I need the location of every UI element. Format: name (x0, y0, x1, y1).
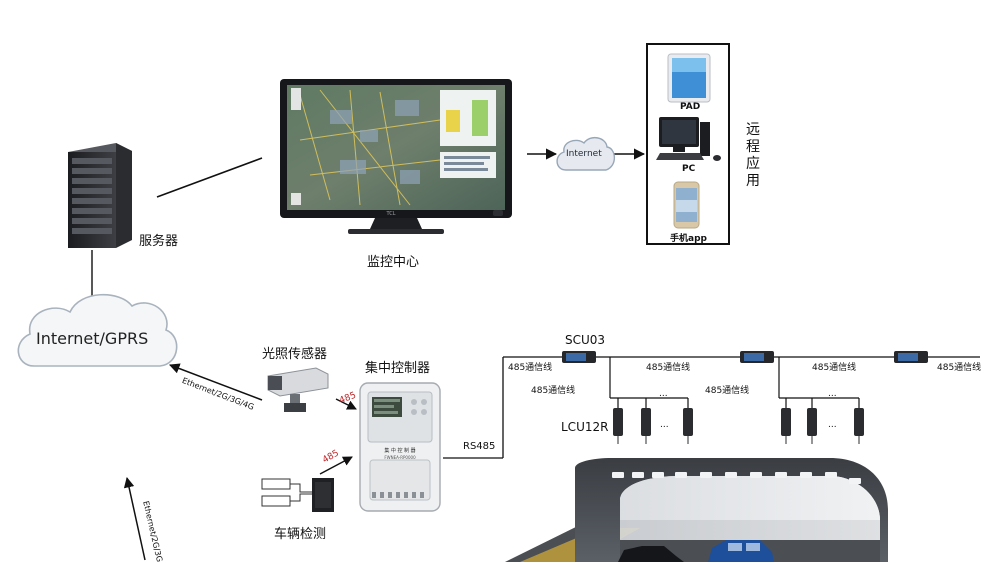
server-icon (68, 143, 132, 248)
lcu-leads (618, 436, 859, 444)
remote-device-pc-label: PC (682, 164, 695, 174)
monitor-label: 监控中心 (367, 251, 419, 270)
bus-label-3: 485通信线 (812, 360, 856, 373)
server-label: 服务器 (139, 230, 178, 249)
cloud-main-label: Internet/GPRS (36, 329, 148, 348)
bus-label-2: 485通信线 (646, 360, 690, 373)
server-monitor-link (157, 158, 262, 197)
bus-label-branch-1: 485通信线 (531, 383, 575, 396)
lcu-ellipsis-2: ... (828, 389, 837, 399)
scu-label: SCU03 (565, 333, 605, 347)
bus-label-1: 485通信线 (508, 360, 552, 373)
phone-icon (674, 182, 699, 228)
remote-device-pad-label: PAD (680, 102, 700, 112)
lcu-ellipsis-3: ... (660, 420, 669, 430)
bus-label-4: 485通信线 (937, 360, 981, 373)
controller-label: 集中控制器 (365, 357, 430, 376)
internet-cloud-label: Internet (566, 149, 602, 159)
vehicle-detect-label: 车辆检测 (274, 523, 326, 542)
lcu-ellipsis-1: ... (659, 389, 668, 399)
tunnel-scene (505, 458, 888, 562)
lcu-ellipsis-4: ... (828, 420, 837, 430)
vehicle-detector-icon (262, 478, 334, 512)
tablet-icon (668, 54, 710, 102)
remote-device-app-label: 手机app (670, 231, 707, 244)
remote-apps-title: 远程应用 (746, 122, 762, 190)
ethernet-arrow-lower (127, 478, 145, 560)
bus-label-branch-2: 485通信线 (705, 383, 749, 396)
light-sensor-label: 光照传感器 (262, 343, 327, 362)
controller-panel-title: 集 中 控 制 器 (384, 447, 415, 454)
controller-model: FWNEA-RP0000 (384, 455, 416, 460)
lcu-label: LCU12R (561, 420, 608, 434)
light-sensor-icon (268, 368, 328, 412)
monitor-brand: TCL (385, 211, 395, 217)
controller-device-icon (360, 383, 440, 511)
monitor-icon (280, 79, 512, 234)
rs485-label: RS485 (463, 441, 495, 452)
lcu-module-icon (613, 408, 864, 436)
